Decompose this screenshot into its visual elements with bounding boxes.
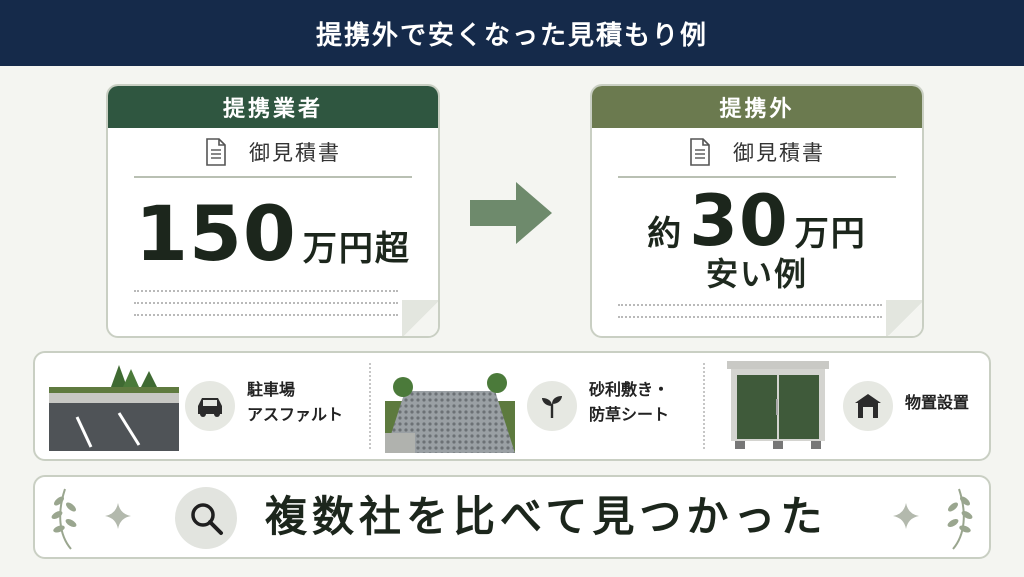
sparkle-icon	[105, 503, 131, 529]
page-fold	[402, 300, 438, 336]
service-icon-circle	[527, 381, 577, 431]
right-arrow-icon	[470, 182, 552, 244]
estimate-card-partner: 提携業者 御見積書 150 万円超	[106, 84, 440, 338]
service-icon-circle	[185, 381, 235, 431]
service-label-shed: 物置設置	[905, 393, 970, 412]
document-icon	[690, 138, 710, 166]
dotted-line	[134, 290, 398, 292]
magnifier-icon	[191, 503, 223, 535]
laurel-leaf-icon	[51, 488, 77, 550]
dotted-line	[618, 316, 882, 318]
sparkle-icon	[893, 503, 919, 529]
document-icon	[206, 138, 226, 166]
parking-lot-illustration	[49, 365, 179, 451]
sprout-icon	[542, 396, 562, 418]
card-header: 提携外	[592, 86, 922, 128]
laurel-leaf-icon	[947, 488, 973, 550]
service-label-parking: 駐車場 アスファルト	[247, 380, 344, 424]
shed-icon	[855, 394, 881, 418]
document-row: 御見積書	[134, 128, 412, 178]
conclusion-banner: 複数社を比べて見つかった	[33, 475, 991, 559]
savings-label: 安い例	[705, 255, 808, 293]
dotted-line	[134, 302, 398, 304]
dotted-line	[618, 304, 882, 306]
service-icon-circle	[843, 381, 893, 431]
price-unit: 万円超	[302, 229, 411, 269]
header-banner: 提携外で安くなった見積もり例	[0, 0, 1024, 66]
search-circle	[175, 487, 237, 549]
car-icon	[198, 398, 222, 417]
document-label: 御見積書	[733, 141, 825, 165]
page-fold	[886, 300, 922, 336]
service-label-gravel: 砂利敷き・ 防草シート	[589, 380, 670, 424]
divider	[703, 363, 705, 449]
card-header: 提携業者	[108, 86, 438, 128]
gravel-path-illustration	[385, 373, 515, 453]
page-title: 提携外で安くなった見積もり例	[315, 20, 708, 51]
divider	[369, 363, 371, 449]
price-display: 150 万円超	[108, 188, 438, 280]
dotted-line	[134, 314, 398, 316]
storage-shed-illustration	[727, 361, 829, 449]
price-unit: 万円	[794, 214, 867, 254]
document-row: 御見積書	[618, 128, 896, 178]
document-label: 御見積書	[249, 141, 341, 165]
price-prefix: 約	[647, 214, 682, 254]
conclusion-text: 複数社を比べて見つかった	[265, 492, 828, 541]
price-amount: 150	[135, 189, 297, 278]
price-display: 約 30 万円	[592, 180, 922, 262]
estimate-card-independent: 提携外 御見積書 約 30 万円 安い例	[590, 84, 924, 338]
services-panel: 駐車場 アスファルト 砂利敷き・ 防草シート	[33, 351, 991, 461]
price-amount: 30	[689, 180, 789, 262]
